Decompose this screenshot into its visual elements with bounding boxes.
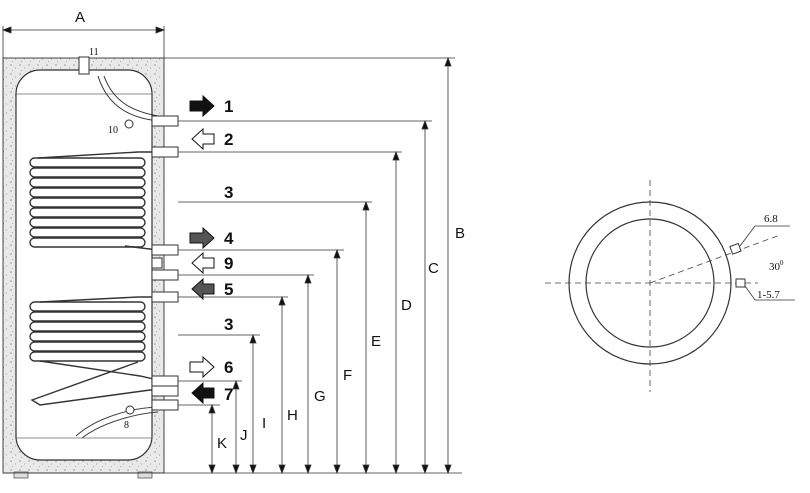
sensor-label-bottom: 1-5.7	[757, 289, 780, 301]
dim-label-g: G	[314, 388, 326, 405]
angle-label: 300	[769, 259, 784, 273]
arrow-port-5	[191, 277, 215, 301]
dim-label-f: F	[343, 367, 352, 384]
port-label-2: 2	[224, 130, 233, 149]
reference-lines	[3, 57, 462, 474]
arrow-port-2	[191, 127, 215, 151]
port-label-5: 5	[224, 280, 233, 299]
dim-label-k: K	[217, 435, 227, 452]
arrow-port-9	[191, 251, 215, 275]
port-label-1: 1	[224, 97, 233, 116]
port-label-3b: 3	[224, 315, 233, 334]
dim-label-b: B	[455, 225, 465, 242]
dim-label-e: E	[371, 333, 381, 350]
arrow-port-6	[189, 355, 215, 379]
arrow-port-4	[189, 226, 215, 250]
flow-arrows	[189, 94, 215, 405]
port-label-4: 4	[224, 229, 234, 248]
marker-label-11: 11	[89, 47, 99, 58]
port-label-6: 6	[224, 358, 233, 377]
marker-label-10: 10	[108, 125, 118, 136]
port-label-3a: 3	[224, 183, 233, 202]
angle-unit: 0	[780, 259, 784, 267]
tank-body	[2, 56, 165, 479]
port-label-9: 9	[224, 254, 233, 273]
dim-label-j: J	[240, 427, 248, 444]
dim-label-c: C	[428, 260, 439, 277]
dim-label-i: I	[262, 415, 266, 432]
arrow-port-7	[191, 381, 215, 405]
dim-label-a: A	[75, 9, 85, 26]
dimension-arrows	[1, 26, 452, 475]
cross-section	[545, 180, 795, 392]
upper-coil	[29, 151, 159, 251]
port-label-7: 7	[224, 385, 233, 404]
marker-label-8: 8	[124, 420, 129, 431]
dim-label-h: H	[287, 407, 298, 424]
arrow-port-1	[189, 94, 215, 118]
dim-label-d: D	[401, 297, 412, 314]
sensor-label-top: 6.8	[764, 213, 778, 225]
